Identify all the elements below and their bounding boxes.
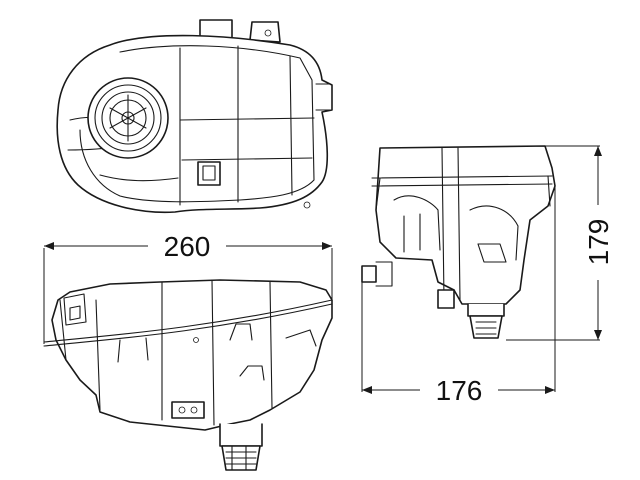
end-view-outline bbox=[375, 145, 556, 305]
dimension-176: 176 bbox=[361, 186, 556, 406]
side-view bbox=[43, 279, 333, 471]
end-view-outlet bbox=[467, 303, 505, 317]
dimension-height-label: 179 bbox=[583, 219, 614, 266]
side-view-outlet bbox=[219, 423, 263, 447]
end-view bbox=[361, 145, 556, 339]
side-view-outline bbox=[51, 279, 333, 431]
filler-cap bbox=[87, 77, 169, 159]
dimension-length-label: 260 bbox=[164, 231, 211, 262]
side-view-mount bbox=[171, 401, 205, 419]
end-view-tab bbox=[437, 289, 455, 309]
dimension-260: 260 bbox=[43, 231, 333, 344]
end-view-inlet bbox=[361, 265, 377, 283]
dimension-179: 179 bbox=[506, 145, 614, 341]
top-view bbox=[56, 19, 333, 214]
dimension-width-label: 176 bbox=[436, 375, 483, 406]
